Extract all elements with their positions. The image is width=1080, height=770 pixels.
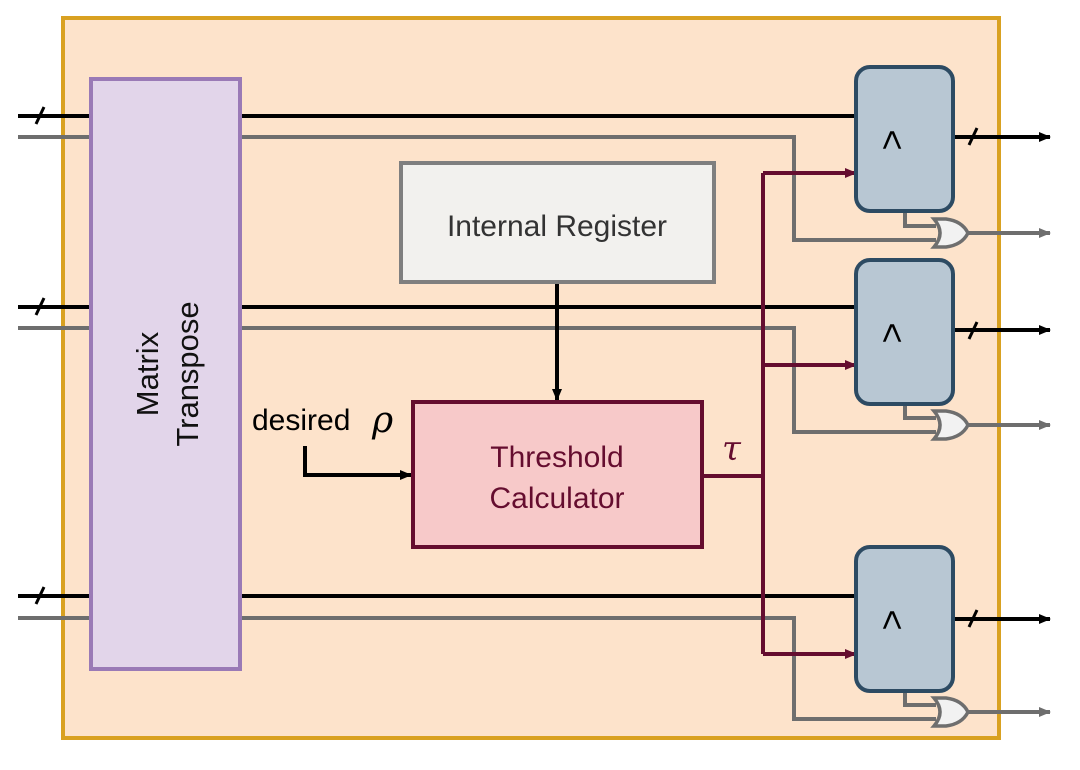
mask-wires	[240, 135, 936, 721]
comparator-3: >	[854, 545, 955, 693]
data-wires	[240, 114, 856, 598]
transpose-label-line1: Matrix	[130, 331, 165, 416]
desired-rho-arrow	[303, 446, 412, 480]
matrix-transpose-block: Matrix Transpose	[89, 77, 242, 671]
comparator-2-symbol: >	[871, 322, 912, 343]
or-gate-3	[930, 696, 970, 728]
rho-symbol: ρ	[371, 400, 393, 441]
comparator-1: >	[854, 65, 955, 213]
input-wires	[18, 114, 92, 620]
comparator-1-symbol: >	[871, 129, 912, 150]
register-label: Internal Register	[447, 210, 667, 243]
or-gate-1	[930, 217, 970, 249]
threshold-label-line2: Calculator	[489, 482, 624, 515]
comparator-3-symbol: >	[871, 609, 912, 630]
threshold-calculator-block: Threshold Calculator	[411, 400, 704, 549]
internal-register-block: Internal Register	[399, 161, 716, 284]
threshold-label-line1: Threshold	[490, 441, 623, 474]
tau-wires	[702, 168, 857, 659]
tau-symbol: τ	[722, 429, 742, 469]
output-wires	[954, 132, 1051, 717]
or-gate-2	[930, 409, 970, 441]
desired-label: desired	[252, 404, 350, 437]
comparator-2: >	[854, 258, 955, 406]
transpose-label-line2: Transpose	[170, 301, 205, 446]
